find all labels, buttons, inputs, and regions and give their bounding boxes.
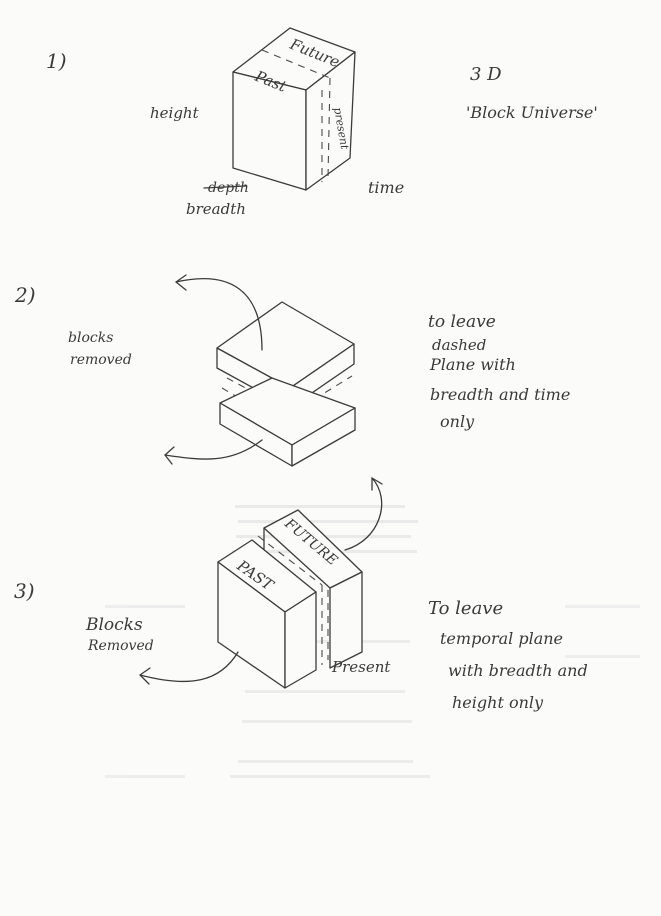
present-label: Present	[331, 658, 391, 676]
axis-depth-struck-label: depth	[208, 180, 249, 196]
note2-line: to leave	[428, 312, 496, 332]
section-3-number: 3)	[14, 579, 35, 603]
split-blocks-diagram	[139, 477, 383, 689]
note3-line: with breadth and	[448, 661, 588, 680]
section-2-right-note: to leave dashed Plane with breadth and t…	[428, 312, 570, 431]
strike-through-line	[203, 185, 247, 189]
note2-line: Plane with	[429, 355, 516, 374]
note2-line: only	[440, 412, 475, 431]
axis-time-label: time	[368, 178, 404, 197]
blocks-removed-note-3-line2: Removed	[87, 638, 154, 654]
section-2-number: 2)	[14, 283, 36, 307]
title-3d: 3 D	[470, 64, 502, 85]
blocks-removed-note-line2: removed	[70, 352, 132, 368]
note3-line: To leave	[428, 598, 503, 619]
note3-line: height only	[452, 693, 544, 712]
blocks-removed-note-line1: blocks	[68, 330, 113, 346]
note2-line: dashed	[432, 336, 486, 354]
blocks-removed-note-3-line1: Blocks	[85, 615, 143, 635]
section-3-right-note: To leave temporal plane with breadth and…	[428, 598, 588, 712]
note3-line: temporal plane	[440, 629, 563, 648]
block-universe-cube	[232, 27, 356, 191]
title-block-universe: 'Block Universe'	[466, 103, 598, 122]
removed-blocks-diagram	[164, 274, 356, 467]
section-1-number: 1)	[46, 49, 67, 73]
axis-breadth-label: breadth	[186, 200, 246, 218]
axis-height-label: height	[150, 104, 200, 122]
note2-line: breadth and time	[430, 385, 570, 404]
